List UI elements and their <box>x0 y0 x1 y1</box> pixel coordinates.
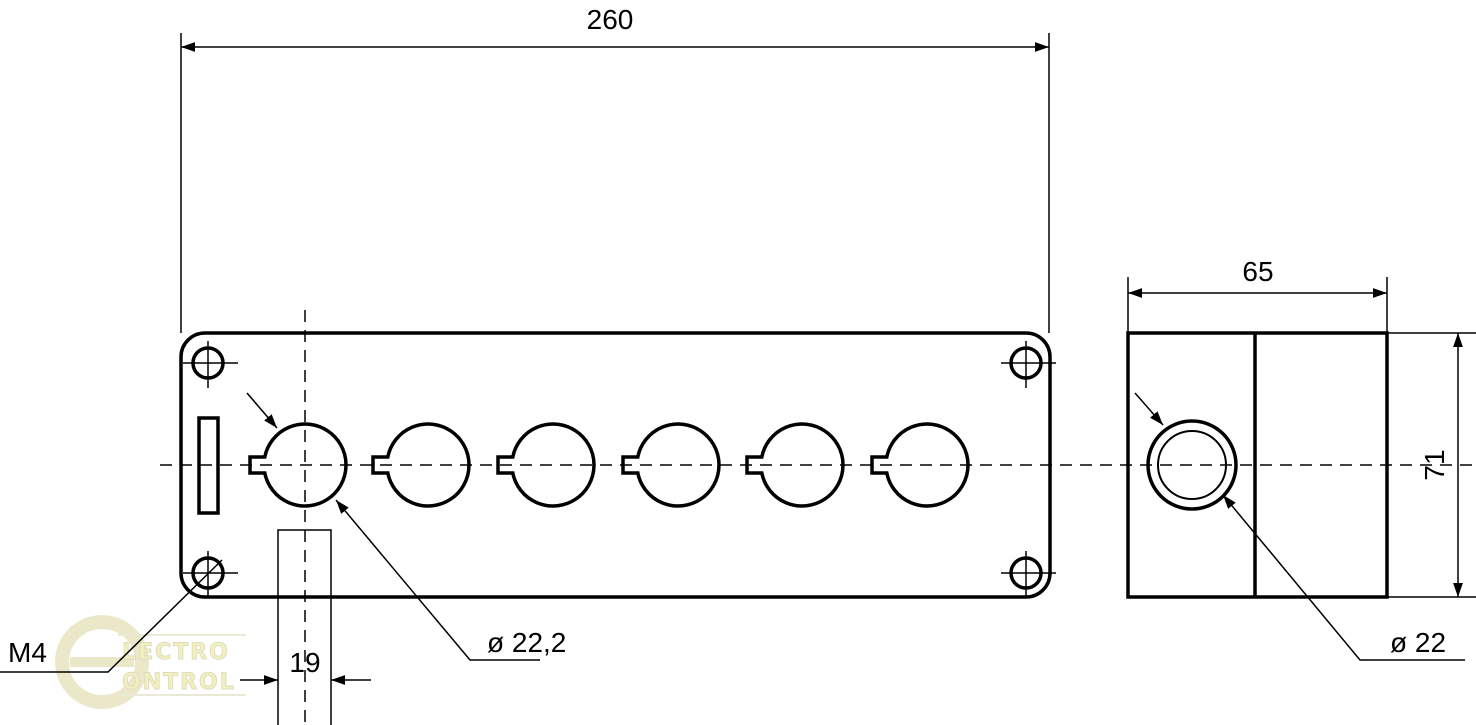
hole-diameter-label: ø 22,2 <box>487 627 566 658</box>
enclosure-outline <box>179 331 1052 599</box>
button-hole <box>496 422 596 508</box>
electrocontrol-logo: LECTRO ONTROL <box>55 615 246 709</box>
height-dimension: 71 <box>1387 332 1476 598</box>
mounting-hole <box>1001 551 1056 598</box>
button-hole <box>745 422 845 508</box>
button-diameter-label: ø 22 <box>1390 627 1446 658</box>
mounting-hole <box>183 341 238 388</box>
length-dimension: 260 <box>180 4 1050 333</box>
length-label: 260 <box>587 4 634 35</box>
label-slot <box>197 416 220 515</box>
button-inner <box>1157 430 1227 500</box>
spacing-dimension: 19 <box>240 647 371 685</box>
front-view <box>179 331 1056 725</box>
height-label: 71 <box>1419 449 1450 480</box>
hole-diameter-leader: ø 22,2 <box>246 392 566 661</box>
depth-label: 65 <box>1242 256 1273 287</box>
spacing-bar <box>277 529 332 725</box>
mounting-hole <box>1001 341 1056 388</box>
depth-dimension: 65 <box>1127 256 1388 333</box>
button-diameter-leader: ø 22 <box>1134 392 1465 661</box>
button-hole <box>371 422 471 508</box>
screw-label: M4 <box>8 637 47 668</box>
button-hole <box>248 422 348 508</box>
logo-line1: LECTRO <box>122 640 230 665</box>
screw-leader: M4 <box>0 559 223 673</box>
spacing-label: 19 <box>289 647 320 678</box>
side-outline <box>1126 331 1389 599</box>
logo-line2: ONTROL <box>122 670 236 695</box>
button-hole <box>870 422 970 508</box>
button-hole <box>621 422 721 508</box>
side-view <box>1126 331 1389 599</box>
button-outer <box>1146 419 1238 511</box>
